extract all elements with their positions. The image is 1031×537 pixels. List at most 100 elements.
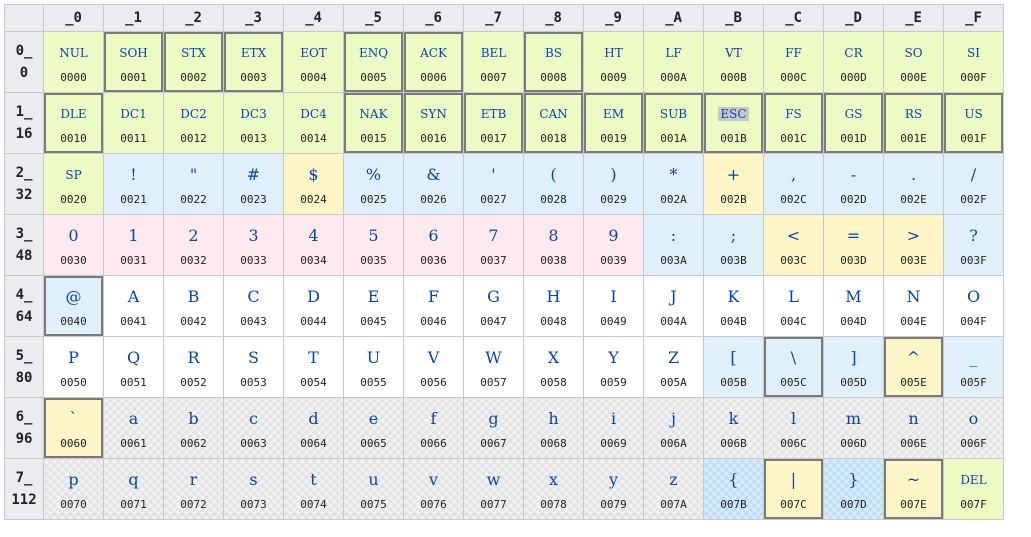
char-glyph-link[interactable]: J [644,287,703,309]
char-glyph-link[interactable]: K [704,287,763,309]
char-cell[interactable]: ^005E [883,336,944,398]
char-glyph-link[interactable]: US [944,104,1003,126]
char-cell[interactable]: ;003B [703,214,764,276]
char-cell[interactable]: %0025 [343,153,404,215]
char-glyph-link[interactable]: 4 [284,226,343,248]
char-glyph-link[interactable]: Y [584,348,643,370]
char-glyph-link[interactable]: ENQ [344,43,403,65]
char-glyph-link[interactable]: 8 [524,226,583,248]
char-cell[interactable]: -002D [823,153,884,215]
char-glyph-link[interactable]: s [224,470,283,492]
char-glyph-link[interactable]: EOT [284,43,343,65]
char-cell[interactable]: `0060 [43,397,104,459]
char-glyph-link[interactable]: { [704,470,763,492]
char-cell[interactable]: .002E [883,153,944,215]
char-glyph-link[interactable]: i [584,409,643,431]
char-glyph-link[interactable]: VT [704,43,763,65]
char-cell[interactable]: >003E [883,214,944,276]
char-glyph-link[interactable]: ^ [884,348,943,370]
char-glyph-link[interactable]: C [224,287,283,309]
char-glyph-link[interactable]: O [944,287,1003,309]
char-glyph-link[interactable]: SYN [404,104,463,126]
char-glyph-link[interactable]: - [824,165,883,187]
char-glyph-link[interactable]: F [404,287,463,309]
char-cell[interactable]: [005B [703,336,764,398]
char-glyph-link[interactable]: o [944,409,1003,431]
char-glyph-link[interactable]: 7 [464,226,523,248]
char-cell[interactable]: _005F [943,336,1004,398]
char-glyph-link[interactable]: " [164,165,223,187]
char-glyph-link[interactable]: + [704,165,763,187]
char-glyph-link[interactable]: j [644,409,703,431]
char-glyph-link[interactable]: ETB [464,104,523,126]
char-glyph-link[interactable]: 2 [164,226,223,248]
char-glyph-link[interactable]: 5 [344,226,403,248]
char-glyph-link[interactable]: BS [524,43,583,65]
char-glyph-link[interactable]: CR [824,43,883,65]
char-cell[interactable]: {007B [703,458,764,520]
char-glyph-link[interactable]: M [824,287,883,309]
char-glyph-link[interactable]: e [344,409,403,431]
char-cell[interactable]: |007C [763,458,824,520]
char-glyph-link[interactable]: & [404,165,463,187]
char-glyph-link[interactable]: RS [884,104,943,126]
char-glyph-link[interactable]: ( [524,165,583,187]
char-glyph-link[interactable]: V [404,348,463,370]
char-glyph-link[interactable]: HT [584,43,643,65]
char-glyph-link[interactable]: H [524,287,583,309]
char-glyph-link[interactable]: SUB [644,104,703,126]
char-glyph-link[interactable]: DEL [944,470,1003,492]
char-glyph-link[interactable]: f [404,409,463,431]
char-glyph-link[interactable]: SOH [104,43,163,65]
char-glyph-link[interactable]: EM [584,104,643,126]
char-cell[interactable]: !0021 [103,153,164,215]
char-glyph-link[interactable]: T [284,348,343,370]
char-glyph-link[interactable]: > [884,226,943,248]
char-glyph-link[interactable]: SO [884,43,943,65]
char-glyph-link[interactable]: = [824,226,883,248]
char-glyph-link[interactable]: 1 [104,226,163,248]
char-glyph-link[interactable]: R [164,348,223,370]
char-glyph-link[interactable]: D [284,287,343,309]
char-glyph-link[interactable]: / [944,165,1003,187]
